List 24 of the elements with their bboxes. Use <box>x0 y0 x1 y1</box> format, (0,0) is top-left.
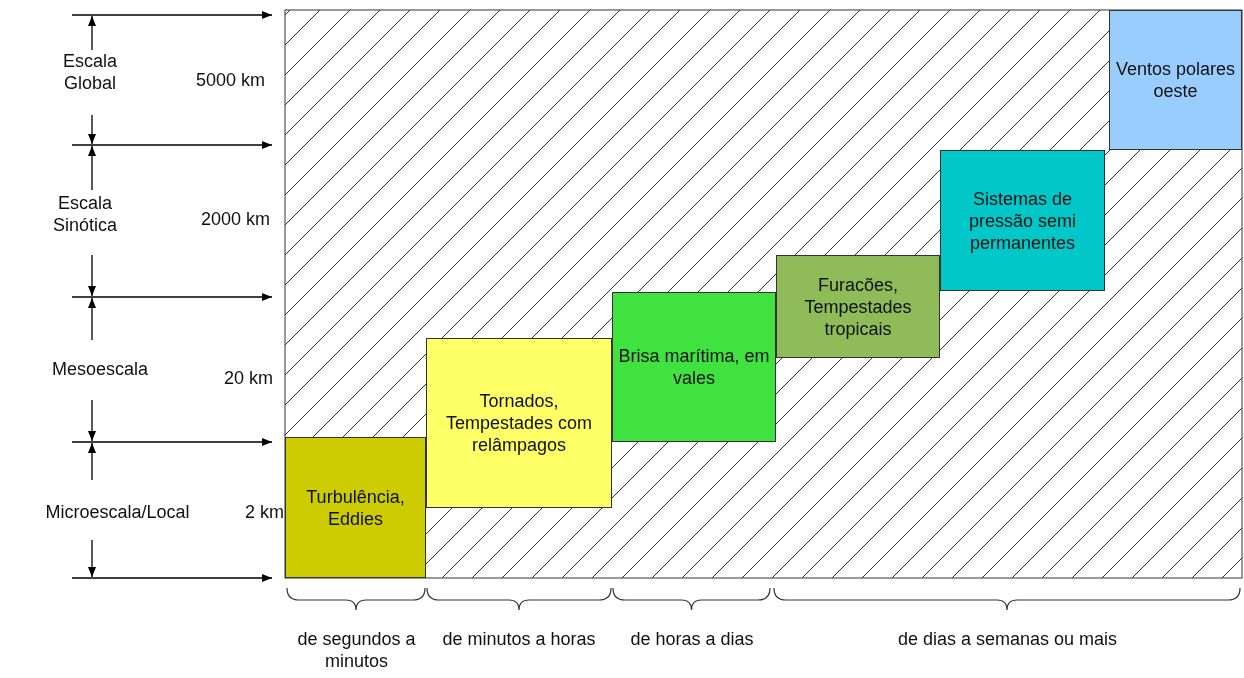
scale-name: Escala Global <box>62 50 118 94</box>
phenomenon-label: Sistemas de pressão semi permanentes <box>967 187 1077 254</box>
phenomenon-label: Tornados, Tempestades com relâmpagos <box>444 390 594 456</box>
size-label: 2 km <box>244 501 284 523</box>
scale-name: Microescala/Local <box>44 501 191 523</box>
phenomenon-label: Brisa marítima, em vales <box>617 345 771 389</box>
phenomenon-box <box>940 150 1105 291</box>
phenomenon-box <box>426 338 612 508</box>
time-range-label: de minutos a horas <box>441 628 597 650</box>
phenomenon-box <box>1109 10 1242 150</box>
time-range-label: de horas a dias <box>629 628 755 650</box>
phenomenon-box <box>612 292 776 442</box>
phenomenon-box <box>285 437 426 578</box>
time-range-label: de segundos a minutos <box>296 628 417 672</box>
phenomenon-label: Turbulência, Eddies <box>305 485 406 530</box>
phenomenon-label: Furacões, Tempestades tropicais <box>803 273 913 340</box>
size-label: 5000 km <box>194 69 265 91</box>
size-label: 20 km <box>222 367 273 389</box>
phenomenon-box <box>776 255 940 358</box>
time-range-label: de dias a semanas ou mais <box>896 628 1119 650</box>
scale-name: Escala Sinótica <box>51 192 118 236</box>
scale-name: Mesoescala <box>50 358 149 380</box>
phenomenon-label: Ventos polares oeste <box>1114 58 1237 102</box>
size-label: 2000 km <box>199 208 270 230</box>
